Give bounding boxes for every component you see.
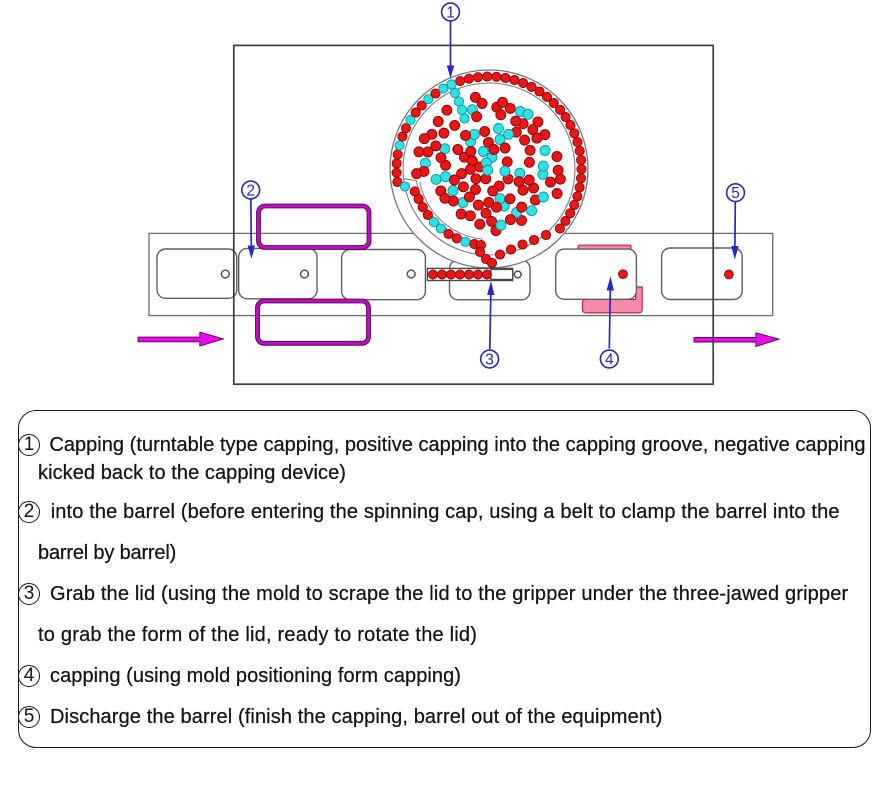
svg-text:1: 1 [446,4,455,21]
svg-text:2: 2 [246,182,255,199]
svg-text:3: 3 [485,351,494,368]
svg-text:5: 5 [731,185,740,202]
svg-text:4: 4 [605,351,614,368]
